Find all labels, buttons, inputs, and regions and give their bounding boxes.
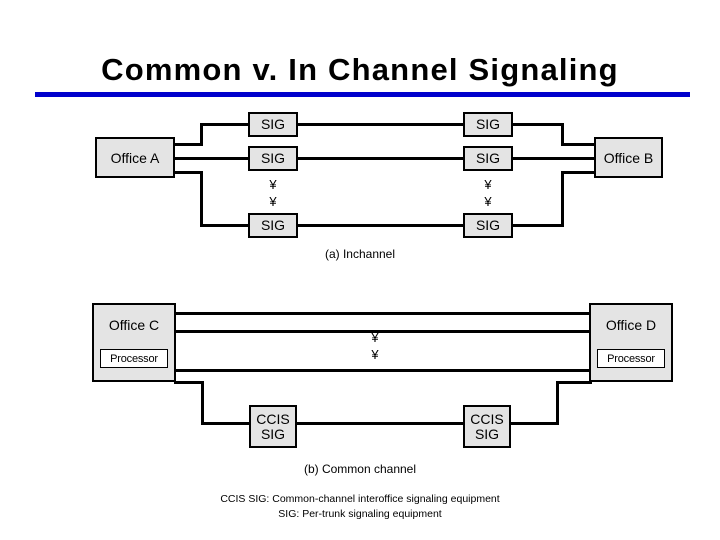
node-office-a: Office A [95, 137, 175, 178]
node-sig-left-middle: SIG [248, 146, 298, 171]
node-office-d: Office D Processor [589, 303, 673, 382]
node-office-d-label: Office D [605, 317, 657, 333]
node-sig-right-top-label: SIG [475, 116, 501, 132]
node-office-a-label: Office A [110, 149, 160, 166]
trunk-a-mid-span [296, 157, 465, 160]
ccis-link-left-stub [174, 381, 204, 384]
trunk-a-bot-run-left [200, 224, 250, 227]
node-office-d-processor: Processor [597, 349, 665, 368]
ellipsis-left-trunks: ¥ ¥ [269, 177, 277, 209]
trunk-a-bot-stub-left [173, 171, 203, 174]
trunk-a-bot-run-right [511, 224, 564, 227]
node-office-c-processor: Processor [100, 349, 168, 368]
node-sig-left-top: SIG [248, 112, 298, 137]
caption-inchannel: (a) Inchannel [324, 247, 396, 261]
node-office-b-label: Office B [603, 149, 654, 166]
trunk-a-bot-riser-right [561, 171, 564, 227]
node-sig-right-middle-label: SIG [475, 150, 501, 166]
legend-sig: SIG: Per-trunk signaling equipment [278, 508, 442, 520]
node-sig-left-middle-label: SIG [260, 150, 286, 166]
trunk-a-top-run-left [200, 123, 250, 126]
ccis-link-right-run [509, 422, 559, 425]
trunk-b-line3 [174, 369, 591, 372]
node-sig-right-bottom-label: SIG [475, 217, 501, 233]
trunk-a-top-stub-right [561, 143, 597, 146]
node-ccis-sig-left-line1: CCIS [256, 410, 290, 427]
trunk-a-top-riser-right [561, 123, 564, 146]
ccis-link-span [295, 422, 465, 425]
ellipsis-middle-trunks: ¥ ¥ [371, 330, 379, 362]
page-title: Common v. In Channel Signaling [101, 52, 619, 87]
trunk-a-bot-span [296, 224, 465, 227]
trunk-b-line2 [174, 330, 591, 333]
trunk-a-mid-run-left [173, 157, 250, 160]
node-sig-right-middle: SIG [463, 146, 513, 171]
node-office-c: Office C Processor [92, 303, 176, 382]
node-sig-right-bottom: SIG [463, 213, 513, 238]
legend-ccis-sig: CCIS SIG: Common-channel interoffice sig… [220, 493, 500, 505]
trunk-a-mid-run-right [511, 157, 597, 160]
trunk-a-bot-riser-left [200, 171, 203, 224]
node-ccis-sig-right: CCIS SIG [463, 405, 511, 448]
ccis-link-left-riser [201, 381, 204, 425]
ccis-link-right-stub [556, 381, 592, 384]
ccis-link-left-run [201, 422, 251, 425]
trunk-a-top-stub-left [173, 143, 203, 146]
trunk-a-bot-stub-right [561, 171, 597, 174]
node-ccis-sig-left: CCIS SIG [249, 405, 297, 448]
node-sig-right-top: SIG [463, 112, 513, 137]
node-ccis-sig-right-line1: CCIS [470, 410, 504, 427]
node-sig-left-top-label: SIG [260, 116, 286, 132]
node-sig-left-bottom: SIG [248, 213, 298, 238]
node-sig-left-bottom-label: SIG [260, 217, 286, 233]
node-ccis-sig-right-line2: SIG [474, 425, 500, 442]
node-office-b: Office B [594, 137, 663, 178]
node-office-c-label: Office C [108, 317, 160, 333]
trunk-a-top-span [296, 123, 465, 126]
trunk-b-line1 [174, 312, 591, 315]
ellipsis-right-trunks: ¥ ¥ [484, 177, 492, 209]
trunk-a-top-run-right [511, 123, 564, 126]
node-ccis-sig-left-line2: SIG [260, 425, 286, 442]
ccis-link-right-riser [556, 381, 559, 425]
caption-common-channel: (b) Common channel [303, 462, 417, 476]
title-underline-rule [35, 92, 690, 97]
trunk-a-top-riser-left [200, 123, 203, 146]
